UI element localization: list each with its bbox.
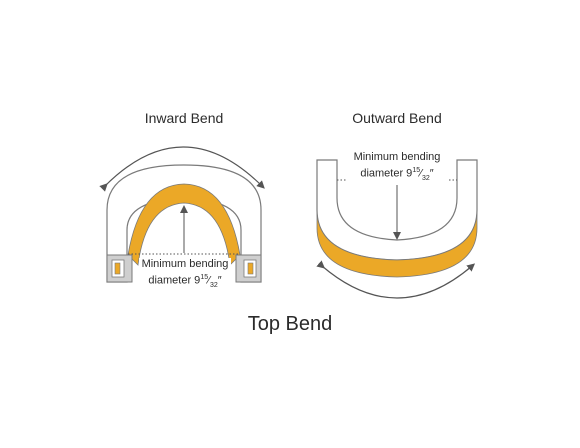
inward-rotation-arrow	[99, 146, 265, 192]
inward-bend-title: Inward Bend	[144, 110, 224, 126]
inward-caption-line2: diameter 915⁄32″	[148, 274, 222, 289]
inward-caption-line1: Minimum bending	[141, 258, 229, 270]
outward-bend-title: Outward Bend	[352, 110, 442, 126]
outward-caption-line1: Minimum bending	[353, 151, 441, 163]
outward-caption-line2: diameter 915⁄32″	[360, 167, 434, 182]
main-title: Top Bend	[247, 313, 333, 335]
inward-right-housing	[235, 254, 262, 283]
inward-diameter-caption: Minimum bending diameter 915⁄32″	[139, 258, 231, 292]
outward-rotation-arrow	[316, 260, 476, 299]
inward-bend-figure	[99, 146, 265, 283]
outward-diameter-caption: Minimum bending diameter 915⁄32″	[346, 151, 448, 185]
inward-left-housing	[106, 254, 133, 283]
